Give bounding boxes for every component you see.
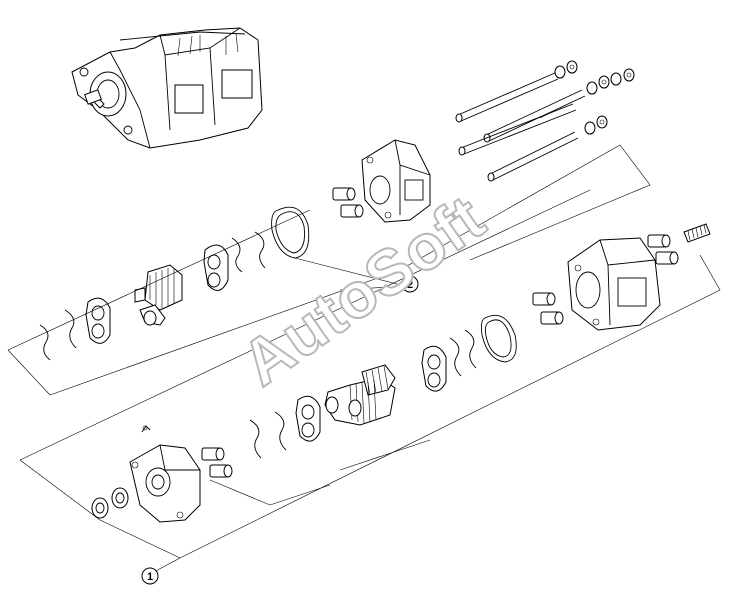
- callout-1: 1: [141, 567, 159, 585]
- left-wear-plate-upper: [85, 297, 111, 344]
- lower-wear-plate-left: [295, 395, 321, 442]
- assembly-lines: [7, 144, 721, 575]
- left-clips-upper: [39, 309, 77, 361]
- middle-bushings-lower: [532, 292, 564, 325]
- front-cover: [129, 425, 201, 523]
- nuts-and-washers: [554, 60, 635, 135]
- watermark: AutoSoft: [228, 180, 499, 401]
- lower-clips-left: [249, 411, 287, 459]
- assembled-pump: [71, 27, 263, 149]
- rear-bushings: [647, 234, 679, 265]
- lower-wear-plate-right: [421, 345, 447, 392]
- callout-2-label: 2: [407, 279, 413, 291]
- tie-rods: [455, 72, 586, 182]
- lower-clips-right: [449, 329, 477, 377]
- upper-wear-plate: [203, 244, 229, 291]
- upper-gear-set: [134, 264, 183, 326]
- threaded-plug: [683, 223, 711, 243]
- upper-bushings: [332, 187, 364, 218]
- front-bushings: [201, 447, 233, 478]
- callout-1-label: 1: [147, 571, 153, 583]
- middle-housing-upper: [361, 139, 431, 223]
- rear-housing: [567, 237, 661, 331]
- upper-seal: [271, 206, 310, 259]
- upper-clips: [231, 231, 266, 273]
- drive-gear-set: [324, 364, 396, 426]
- watermark-text: AutoSoft: [229, 181, 498, 400]
- callout-2: 2: [401, 275, 419, 293]
- lower-seal: [480, 314, 517, 363]
- shaft-seals: [91, 487, 129, 519]
